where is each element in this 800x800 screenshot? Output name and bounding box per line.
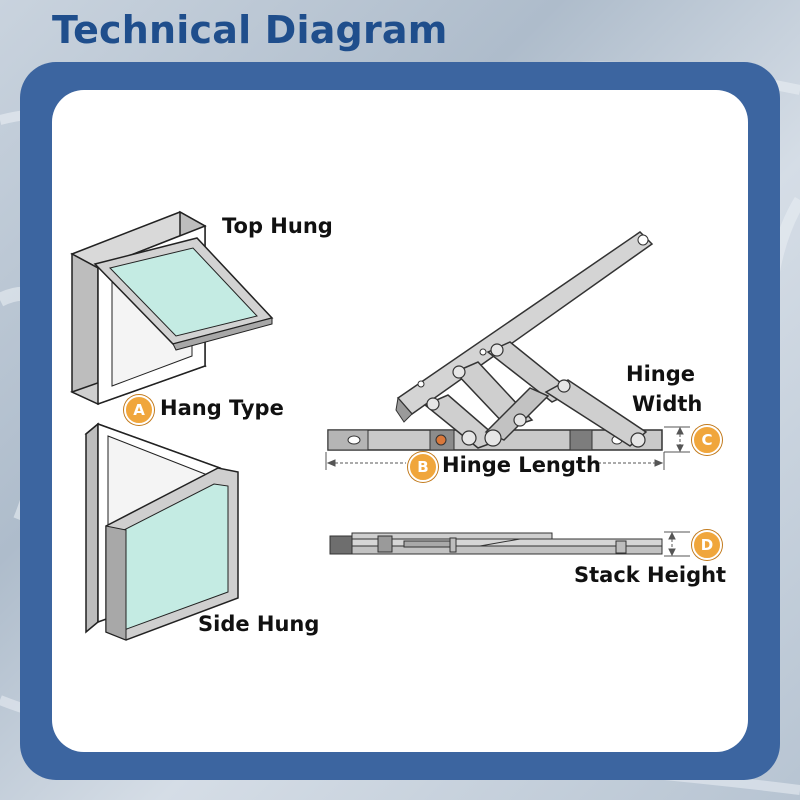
friction-hinge-closed-illustration	[329, 532, 663, 555]
diagram-panel	[52, 90, 748, 752]
stack-height-label: Stack Height	[574, 563, 727, 587]
hang-type-label: Hang Type	[160, 396, 284, 420]
side-hung-window-illustration	[84, 422, 239, 641]
badge-b: B	[408, 452, 438, 482]
hinge-length-dimension	[325, 452, 665, 470]
top-hung-label: Top Hung	[222, 214, 333, 238]
hinge-width-dimension	[664, 426, 690, 453]
friction-hinge-open-illustration	[327, 231, 663, 451]
side-hung-label: Side Hung	[198, 612, 320, 636]
hinge-width-label-line1: Hinge	[626, 362, 695, 386]
page-title: Technical Diagram	[52, 8, 448, 52]
stack-height-dimension	[664, 531, 690, 557]
top-hung-window-illustration	[70, 210, 274, 406]
badge-a: A	[124, 395, 154, 425]
badge-d: D	[692, 530, 722, 560]
badge-c: C	[692, 425, 722, 455]
hinge-length-label: Hinge Length	[442, 453, 601, 477]
hinge-width-label-line2: Width	[632, 392, 703, 416]
